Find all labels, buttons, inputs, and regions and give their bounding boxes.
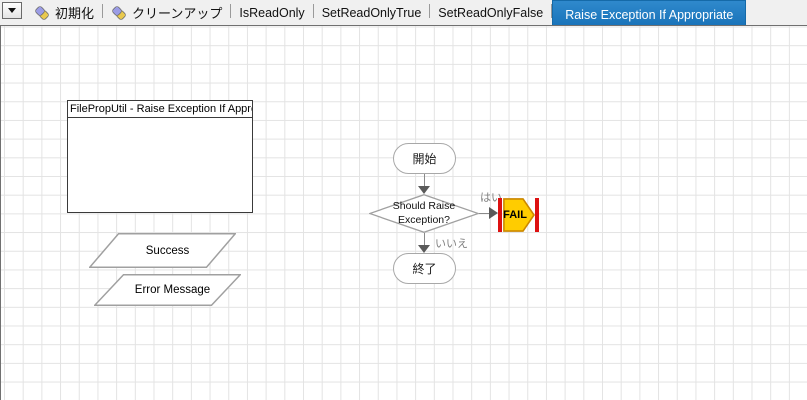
end-node-label: 終了 <box>412 262 437 276</box>
tab-raise-exception-if-appropriate[interactable]: Raise Exception If Appropriate <box>552 0 747 25</box>
tab-label: Raise Exception If Appropriate <box>565 8 734 22</box>
tab-label: IsReadOnly <box>239 5 305 20</box>
end-node[interactable]: 終了 <box>393 253 456 284</box>
chevron-down-icon <box>8 8 16 13</box>
tab-initialize[interactable]: 初期化 <box>26 0 102 22</box>
tab-separator <box>551 4 553 18</box>
keyword-test-icon <box>112 5 126 20</box>
tab-isreadonly[interactable]: IsReadOnly <box>231 0 312 22</box>
arrowhead-right-icon <box>489 207 498 219</box>
io-shape-label: Success <box>145 244 190 257</box>
diamond-shape <box>367 194 481 233</box>
keyword-test-icon <box>35 5 49 20</box>
start-node-label: 開始 <box>412 152 437 166</box>
connector-line <box>424 233 425 245</box>
group-box-title: FilePropUtil - Raise Exception If Approp… <box>68 101 252 118</box>
fail-left-bar <box>498 198 502 232</box>
io-shape-success[interactable]: Success <box>89 233 236 268</box>
arrowhead-down-icon <box>418 245 430 253</box>
parallelogram-shape <box>89 233 236 268</box>
edge-label-yes: はい <box>480 192 502 204</box>
group-box[interactable]: FilePropUtil - Raise Exception If Approp… <box>67 100 253 213</box>
arrowhead-down-icon <box>418 186 430 194</box>
fail-node[interactable]: FAIL <box>503 198 535 232</box>
tab-label: クリーンアップ <box>132 6 223 21</box>
io-shape-label: Error Message <box>134 284 211 296</box>
tab-separator <box>312 4 314 18</box>
fail-node-label: FAIL <box>503 209 527 221</box>
edge-label-no: いいえ <box>435 238 468 250</box>
flowchart-canvas[interactable]: FilePropUtil - Raise Exception If Approp… <box>0 25 807 400</box>
tab-label: SetReadOnlyTrue <box>321 5 422 20</box>
tab-bar: 初期化 クリーンアップ IsReadOnly SetReadOnlyTrue S… <box>0 0 807 25</box>
tab-separator <box>429 4 431 18</box>
tab-separator <box>102 4 104 18</box>
pentagon-shape <box>503 198 535 232</box>
start-node[interactable]: 開始 <box>393 143 456 174</box>
decision-node-label: Should Raise Exception? <box>369 194 479 233</box>
decision-node[interactable]: Should Raise Exception? <box>367 194 481 233</box>
tab-label: 初期化 <box>55 6 95 21</box>
connector-line <box>424 174 425 187</box>
tab-setreadonlytrue[interactable]: SetReadOnlyTrue <box>314 0 430 22</box>
parallelogram-shape <box>94 274 241 306</box>
tab-setreadonlyfalse[interactable]: SetReadOnlyFalse <box>430 0 551 22</box>
tab-label: SetReadOnlyFalse <box>438 5 544 20</box>
connector-line <box>479 213 489 214</box>
decision-line2: Exception? <box>398 213 450 226</box>
tab-cleanup[interactable]: クリーンアップ <box>103 0 230 22</box>
io-shape-error-message[interactable]: Error Message <box>94 274 241 306</box>
fail-right-bar <box>535 198 539 232</box>
tab-separator <box>230 4 232 18</box>
tab-list-dropdown-button[interactable] <box>2 2 22 19</box>
decision-line1: Should Raise <box>392 200 456 213</box>
